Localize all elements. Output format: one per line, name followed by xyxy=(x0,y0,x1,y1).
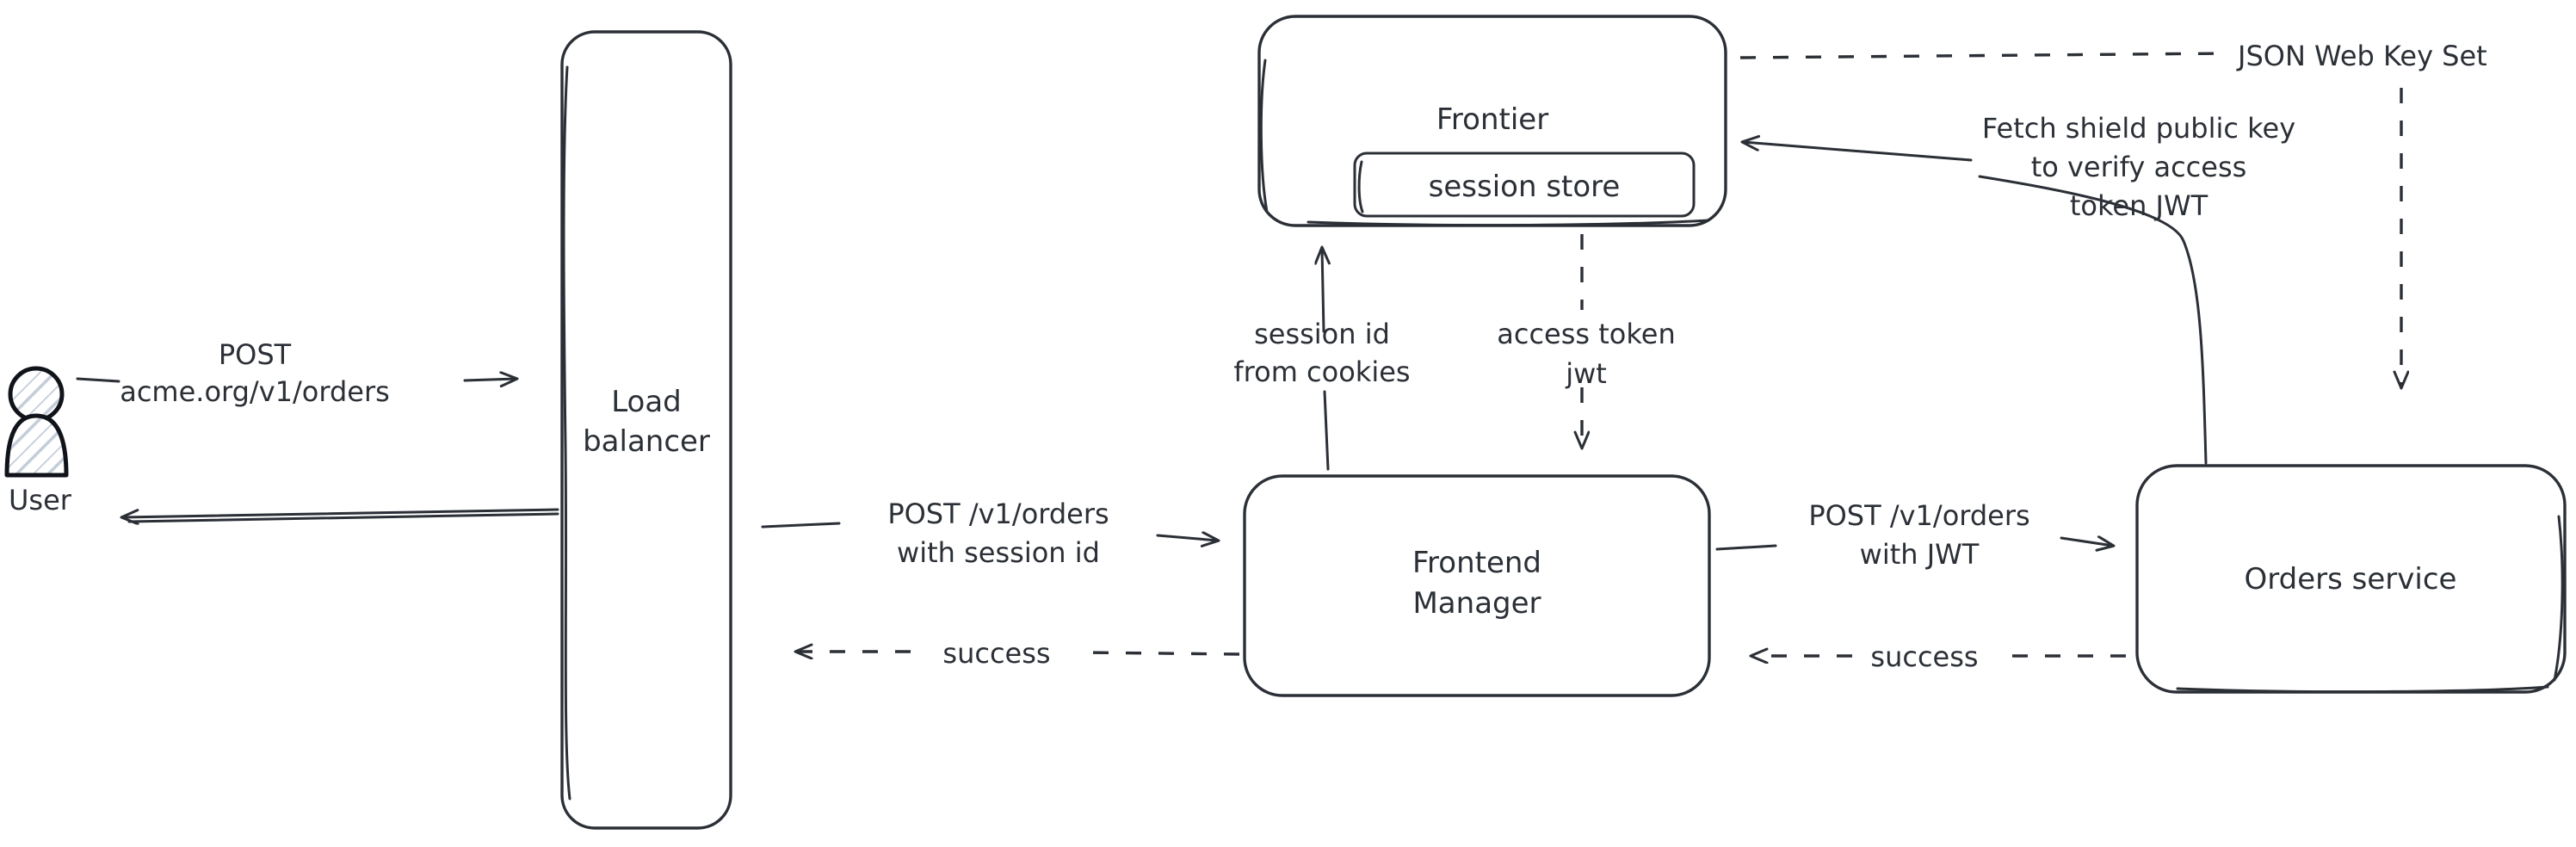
edge-lb-to-fm-stub xyxy=(761,522,841,529)
edge-lb-to-user-line xyxy=(122,508,559,517)
edge-user-to-load-balancer: POST acme.org/v1/orders xyxy=(76,338,516,408)
node-session-store-shape[interactable] xyxy=(1353,151,1696,218)
node-load-balancer[interactable]: Load balancer xyxy=(560,30,732,830)
node-frontier[interactable]: Frontier session store xyxy=(1257,15,1727,227)
edge-jwks-horizontal xyxy=(1739,52,2228,59)
edge-orders-to-frontier-arrow-line xyxy=(1743,142,1973,162)
edge-frontier-to-fm-label-line1: access token xyxy=(1497,318,1675,350)
node-load-balancer-label-line1: Load xyxy=(611,385,682,419)
node-frontier-sketch-edge xyxy=(1259,59,1710,227)
edge-fm-to-orders-stub xyxy=(1715,544,1777,551)
edge-lb-to-frontend-manager: POST /v1/orders with session id xyxy=(761,498,1218,569)
edge-fm-to-orders: POST /v1/orders with JWT xyxy=(1715,499,2113,571)
edge-fm-to-frontier-lower xyxy=(1323,390,1330,471)
node-frontend-manager[interactable]: Frontend Manager xyxy=(1243,474,1711,697)
node-orders-service-sketch-edge xyxy=(2176,515,2564,694)
edge-fm-to-lb-line-right xyxy=(1082,651,1240,656)
edge-user-to-lb-label-line1: POST xyxy=(219,338,292,371)
edge-orders-to-frontier: Fetch shield public key to verify access… xyxy=(1743,112,2295,465)
edge-load-balancer-to-user xyxy=(122,508,559,523)
node-load-balancer-shape[interactable] xyxy=(560,30,732,830)
node-session-store-label: session store xyxy=(1429,170,1621,204)
node-frontier-label: Frontier xyxy=(1436,102,1548,137)
edge-fm-to-frontier: session id from cookies xyxy=(1233,248,1411,471)
node-frontend-manager-label-line1: Frontend xyxy=(1412,546,1541,580)
edge-orders-to-frontier-label-line1: Fetch shield public key xyxy=(1982,112,2295,145)
edge-fm-to-frontier-label-line1: session id xyxy=(1254,318,1390,350)
actor-user-label: User xyxy=(9,484,72,516)
edge-lb-to-fm-arrow xyxy=(1156,535,1218,541)
edge-jwks-label: JSON Web Key Set xyxy=(2236,40,2487,72)
edge-user-to-lb-label-line2: acme.org/v1/orders xyxy=(120,375,390,408)
edge-orders-to-frontier-label-line2: to verify access xyxy=(2031,151,2247,183)
edge-fm-to-orders-label-line1: POST /v1/orders xyxy=(1808,499,2029,532)
edge-orders-to-fm: success xyxy=(1751,640,2126,673)
node-load-balancer-label-line2: balancer xyxy=(583,424,710,459)
node-orders-service-label: Orders service xyxy=(2245,562,2457,597)
node-frontend-manager-shape[interactable] xyxy=(1243,474,1711,697)
node-session-store[interactable]: session store xyxy=(1353,151,1696,218)
edge-orders-to-frontier-curve xyxy=(1978,175,2208,465)
edge-fm-to-lb-label: success xyxy=(942,637,1050,670)
edge-lb-to-user-line-b xyxy=(127,512,559,523)
person-icon-head xyxy=(8,366,65,423)
node-load-balancer-sketch-edge xyxy=(562,65,571,801)
edge-frontier-to-orders-jwks: JSON Web Key Set xyxy=(1739,40,2487,387)
node-orders-service[interactable]: Orders service xyxy=(2135,464,2567,694)
edge-orders-to-fm-label: success xyxy=(1870,640,1978,673)
edge-frontend-manager-to-lb: success xyxy=(796,637,1240,670)
edge-frontier-to-fm: access token jwt xyxy=(1497,234,1676,448)
edge-fm-to-frontier-upper xyxy=(1322,248,1324,333)
edge-fm-to-orders-arrow xyxy=(2060,538,2113,546)
edge-frontier-to-fm-label-line2: jwt xyxy=(1565,357,1607,390)
edge-fm-to-frontier-label-line2: from cookies xyxy=(1233,355,1410,388)
node-session-store-sketch-edge xyxy=(1357,160,1364,213)
edge-lb-to-fm-label-line1: POST /v1/orders xyxy=(887,498,1109,530)
actor-user: User xyxy=(4,366,72,516)
edge-user-to-lb-line xyxy=(76,377,120,383)
edge-orders-to-frontier-label-line3: token JWT xyxy=(2070,189,2208,222)
edge-fm-to-orders-label-line2: with JWT xyxy=(1860,538,1980,571)
edge-user-to-lb-arrow-line xyxy=(463,379,516,380)
node-frontend-manager-label-line2: Manager xyxy=(1412,586,1541,621)
edge-lb-to-fm-label-line2: with session id xyxy=(897,536,1100,569)
person-icon-body xyxy=(4,413,69,478)
